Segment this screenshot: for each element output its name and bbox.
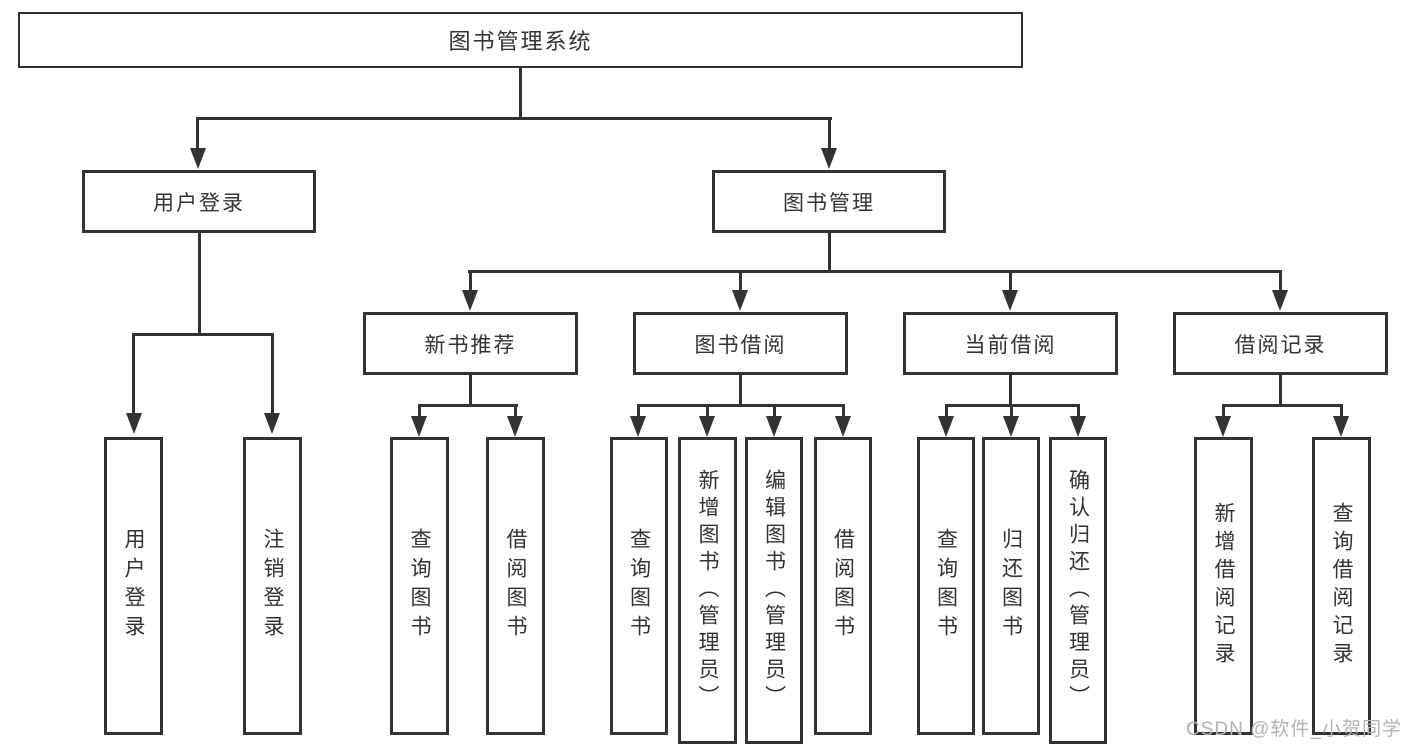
connector-level1-hline	[196, 117, 832, 120]
arrowhead-cb-return	[1003, 416, 1019, 437]
leaf-current-confirm-return-admin: 确认归还（管理员）	[1049, 437, 1107, 744]
connector-stem-book-borrow	[739, 270, 742, 293]
connector-book-borrow-trunk	[739, 375, 742, 406]
connector-new-book-hline	[418, 404, 518, 407]
connector-stem-cb-confirm	[1077, 404, 1080, 418]
leaf-user-login: 用户登录	[104, 437, 163, 735]
arrowhead-book-borrow	[732, 290, 748, 311]
connector-stem-bb-edit	[773, 404, 776, 418]
connector-stem-leaf-login	[132, 333, 135, 415]
connector-stem-br-query	[1340, 404, 1343, 418]
leaf-records-query-record: 查询借阅记录	[1312, 437, 1371, 735]
connector-book-borrow-hline	[637, 404, 844, 407]
node-root-library-system: 图书管理系统	[18, 12, 1023, 68]
connector-stem-br-add	[1222, 404, 1225, 418]
connector-level3-hline	[468, 270, 1282, 273]
node-new-book-recommend: 新书推荐	[363, 312, 578, 375]
connector-stem-new-book	[469, 270, 472, 293]
leaf-borrow-add-books-admin: 新增图书（管理员）	[678, 437, 737, 744]
leaf-borrow-borrow-books: 借阅图书	[814, 437, 872, 735]
connector-stem-cb-return	[1010, 404, 1013, 418]
csdn-watermark: CSDN @软件_小贺同学	[1186, 719, 1402, 740]
connector-stem-bb-borrow	[842, 404, 845, 418]
node-borrow-records: 借阅记录	[1173, 312, 1388, 375]
node-current-borrow: 当前借阅	[903, 312, 1118, 375]
connector-new-book-trunk	[469, 375, 472, 406]
leaf-logout: 注销登录	[243, 437, 302, 735]
leaf-current-query-books: 查询图书	[917, 437, 975, 735]
connector-stem-cb-query	[945, 404, 948, 418]
node-user-login: 用户登录	[82, 170, 316, 233]
connector-stem-bb-add	[706, 404, 709, 418]
connector-user-login-hline	[132, 333, 274, 336]
leaf-records-add-record: 新增借阅记录	[1194, 437, 1253, 735]
connector-stem-nb-query	[418, 404, 421, 418]
leaf-borrow-edit-books-admin: 编辑图书（管理员）	[745, 437, 803, 744]
node-book-borrow: 图书借阅	[633, 312, 848, 375]
arrowhead-bb-borrow	[835, 416, 851, 437]
arrowhead-bb-query	[630, 416, 646, 437]
arrowhead-br-add	[1215, 416, 1231, 437]
arrowhead-leaf-login	[126, 413, 142, 434]
connector-stem-nb-borrow	[514, 404, 517, 418]
connector-root-trunk	[519, 66, 522, 119]
leaf-current-return-books: 归还图书	[982, 437, 1040, 735]
arrowhead-current-borrow	[1002, 290, 1018, 311]
connector-stem-leaf-logout	[271, 333, 274, 415]
connector-current-borrow-trunk	[1009, 375, 1012, 406]
arrowhead-leaf-logout	[264, 413, 280, 434]
arrowhead-nb-borrow	[507, 416, 523, 437]
connector-book-management-trunk	[828, 233, 831, 273]
arrowhead-bb-add	[699, 416, 715, 437]
arrowhead-user-login	[190, 148, 206, 169]
arrowhead-bb-edit	[766, 416, 782, 437]
arrowhead-book-management	[821, 148, 837, 169]
arrowhead-nb-query	[411, 416, 427, 437]
node-book-management: 图书管理	[712, 170, 946, 233]
connector-borrow-records-trunk	[1279, 375, 1282, 406]
connector-stem-user-login	[196, 117, 199, 151]
connector-user-login-trunk	[198, 233, 201, 335]
arrowhead-br-query	[1333, 416, 1349, 437]
connector-stem-current-borrow	[1009, 270, 1012, 293]
leaf-borrow-query-books: 查询图书	[610, 437, 668, 735]
connector-stem-borrow-records	[1279, 270, 1282, 293]
leaf-newbook-borrow-books: 借阅图书	[486, 437, 545, 735]
connector-stem-bb-query	[637, 404, 640, 418]
arrowhead-cb-query	[938, 416, 954, 437]
leaf-newbook-query-books: 查询图书	[390, 437, 449, 735]
arrowhead-new-book	[462, 290, 478, 311]
arrowhead-cb-confirm	[1070, 416, 1086, 437]
connector-borrow-records-hline	[1222, 404, 1342, 407]
arrowhead-borrow-records	[1272, 290, 1288, 311]
connector-stem-book-management	[828, 117, 831, 151]
